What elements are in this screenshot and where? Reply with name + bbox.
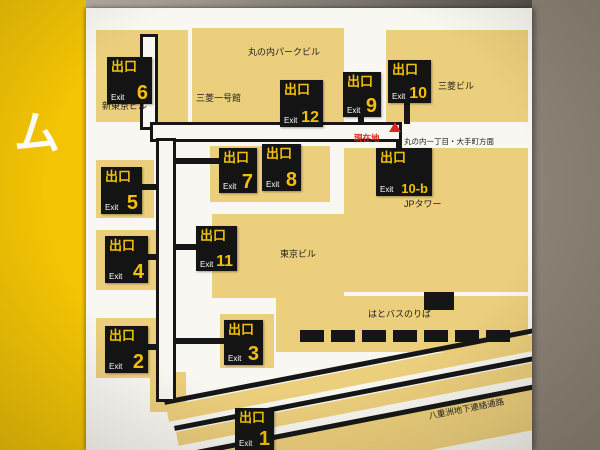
station-sign-character: ム [14,107,60,159]
exit-kanji-label: 出口 [266,146,293,161]
label-tokyo-building: 東京ビル [280,249,317,259]
exit-kanji-label: 出口 [347,74,374,89]
exit-box-6: 出口 Exit 6 [107,57,152,104]
corridor-stub-exit3 [174,338,226,344]
exit-number: 2 [132,351,144,373]
exit-en-label: Exit [109,362,123,371]
exit-number: 6 [136,82,148,104]
exit-en-label: Exit [347,106,361,115]
exit-box-1: 出口 Exit 1 [235,408,274,450]
corridor-main-trunk [156,138,176,402]
corridor-stub-exit2 [142,344,158,350]
label-jp-tower: JPタワー [404,199,442,209]
bus-bay-mark [300,330,324,342]
exit-number: 4 [132,261,144,283]
exit-kanji-label: 出口 [284,82,311,97]
exit-kanji-label: 出口 [228,322,255,337]
exit-number: 5 [126,192,138,214]
exit-number: 8 [285,169,297,191]
exit-box-4: 出口 Exit 4 [105,236,148,283]
corridor-stub-exit11 [174,244,198,250]
exit-number: 9 [365,95,377,117]
exit-en-label: Exit [105,203,119,212]
building-jp-tower [344,148,528,292]
exit-en-label: Exit [200,260,214,269]
bus-bay-mark [455,330,479,342]
exit-en-label: Exit [109,272,123,281]
corridor-stub-exit5 [138,184,158,190]
exit-box-9: 出口 Exit 9 [343,72,381,117]
exit-number: 10-b [401,180,428,196]
bus-bay-marks [300,330,510,342]
exit-number: 10 [409,85,427,103]
exit-en-label: Exit [266,180,280,189]
label-shin-tokyo-building: 新東京ビル [102,101,148,111]
exit-number: 11 [216,253,233,271]
exit-box-3: 出口 Exit 3 [224,320,263,365]
corridor-stub-exit9 [358,114,364,124]
bus-bay-mark [362,330,386,342]
wall-right [532,0,600,450]
bus-bay-mark [331,330,355,342]
exit-number: 3 [247,343,259,365]
exit-en-label: Exit [380,185,394,194]
exit-kanji-label: 出口 [105,169,132,184]
corridor-stub-exit10b [396,140,402,150]
exit-number: 1 [258,428,270,450]
label-marunouchi-park-building: 丸の内パークビル [248,47,321,57]
exit-en-label: Exit [228,354,242,363]
exit-box-7: 出口 Exit 7 [219,148,257,193]
exit-en-label: Exit [111,93,125,102]
exit-en-label: Exit [284,116,298,125]
label-mitsubishi-ichigokan: 三菱一号館 [196,93,242,103]
exit-en-label: Exit [223,182,237,191]
exit-box-8: 出口 Exit 8 [262,144,301,191]
exit-en-label: Exit [239,439,253,448]
corridor-main-horizontal [150,122,402,142]
label-mitsubishi-building: 三菱ビル [438,81,475,91]
label-direction-marunouchi-otemachi: 丸の内一丁目・大手町方面 [404,137,494,146]
current-location-triangle-icon [389,122,401,132]
exit-kanji-label: 出口 [223,150,250,165]
exit-kanji-label: 出口 [109,238,136,253]
exit-kanji-label: 出口 [239,410,266,425]
exit-kanji-label: 出口 [392,62,419,77]
exit-box-2: 出口 Exit 2 [105,326,148,373]
exit-box-10-b: 出口 Exit 10-b [376,148,432,196]
bus-bay-mark [486,330,510,342]
exit-en-label: Exit [392,92,406,101]
corridor-stub-exit10 [404,102,410,124]
exit-box-5: 出口 Exit 5 [101,167,142,214]
exit-number: 12 [301,109,319,127]
bus-bay-mark [424,330,448,342]
label-hato-bus-stop: はとバスのりば [368,309,432,319]
label-current-location: 現在地 [354,133,380,143]
exit-kanji-label: 出口 [200,228,227,243]
corridor-stub-exit7-8 [174,158,220,164]
exit-kanji-label: 出口 [111,59,138,74]
bus-terminal-block [424,292,454,310]
wall-top-edge [86,0,532,8]
station-sign-left-strip: ム [0,0,86,450]
exit-kanji-label: 出口 [109,328,136,343]
exit-number: 7 [241,171,253,193]
bus-bay-mark [393,330,417,342]
exit-kanji-label: 出口 [380,150,407,165]
corridor-stub-exit4 [142,254,158,260]
